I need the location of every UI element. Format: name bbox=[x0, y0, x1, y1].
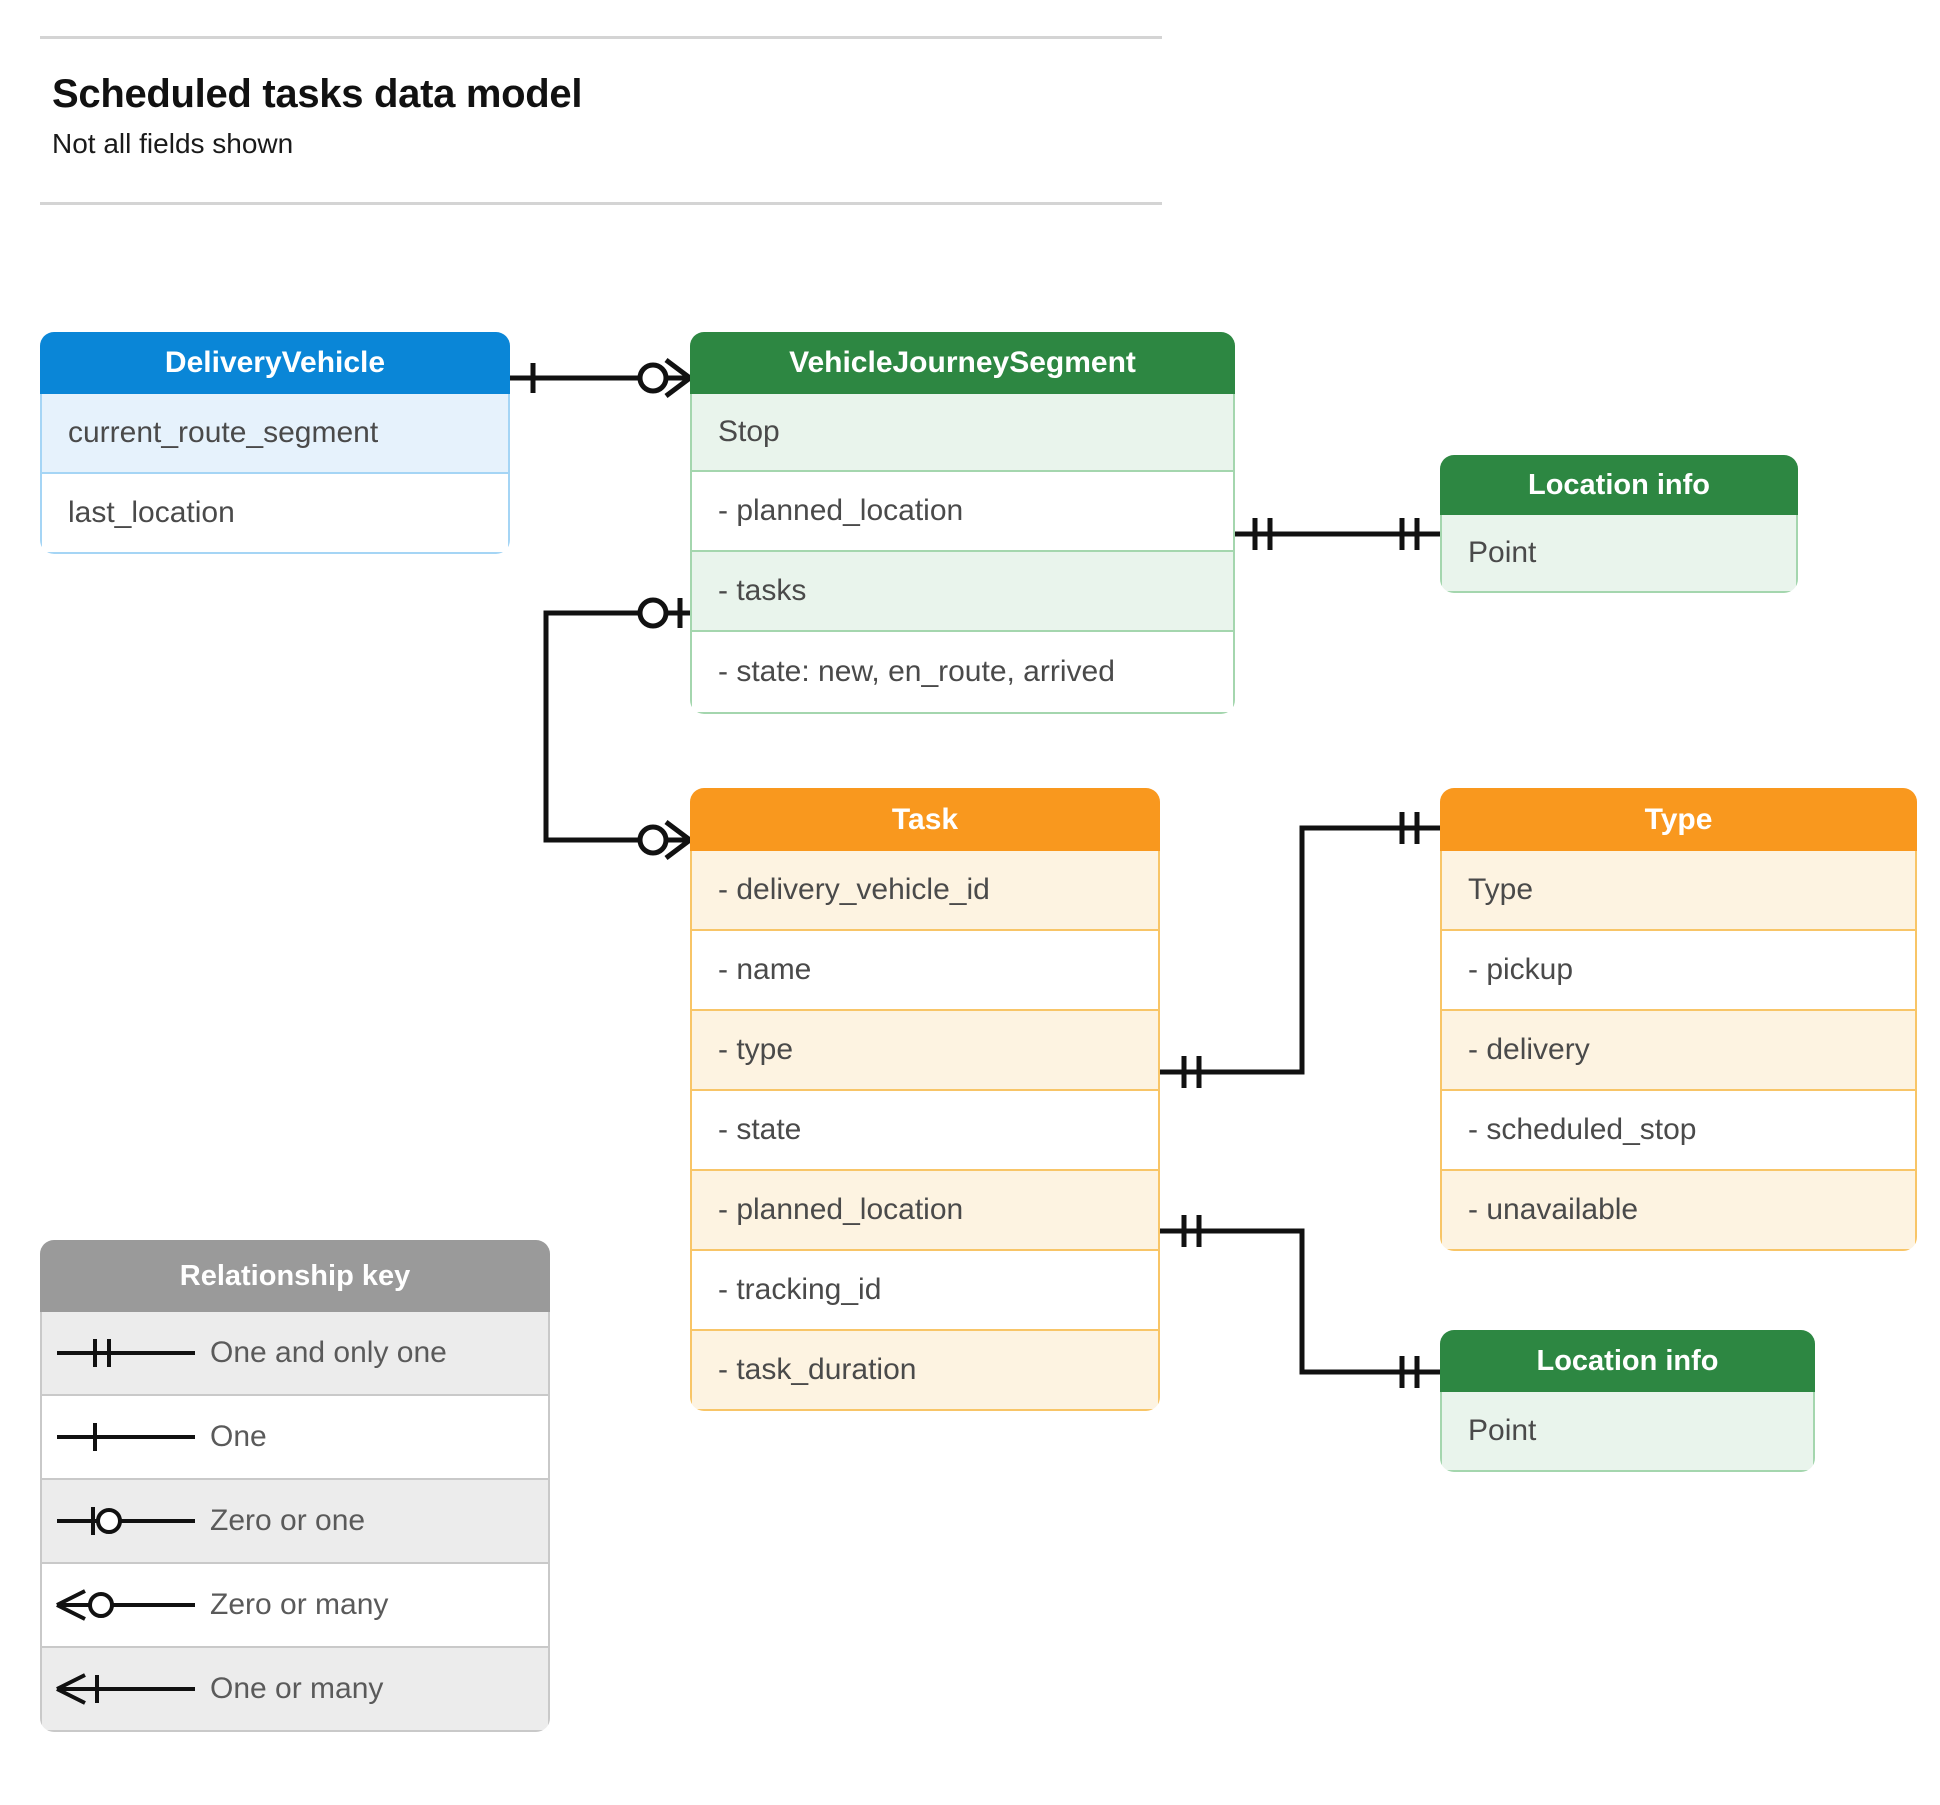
entity-location-info-bottom[interactable]: Location info Point bbox=[1440, 1330, 1815, 1472]
legend-item-one-or-many: One or many bbox=[40, 1648, 550, 1732]
entity-vehiclejourneysegment[interactable]: VehicleJourneySegment Stop - planned_loc… bbox=[690, 332, 1235, 714]
one-and-only-one-icon bbox=[42, 1331, 210, 1375]
zero-or-many-icon bbox=[42, 1583, 210, 1627]
entity-location-info-bottom-title: Location info bbox=[1440, 1330, 1815, 1392]
entity-location-info-top[interactable]: Location info Point bbox=[1440, 455, 1798, 593]
legend-label-one-and-only-one: One and only one bbox=[210, 1336, 447, 1369]
entity-type-row-0[interactable]: Type bbox=[1440, 851, 1917, 931]
entity-vehiclejourneysegment-row-0[interactable]: Stop bbox=[690, 394, 1235, 472]
one-or-many-icon bbox=[42, 1667, 210, 1711]
entity-location-info-bottom-row-0[interactable]: Point bbox=[1440, 1392, 1815, 1472]
relationship-key-legend: Relationship key One and only one bbox=[40, 1240, 550, 1732]
entity-deliveryvehicle-row-0[interactable]: current_route_segment bbox=[40, 394, 510, 474]
legend-item-zero-or-one: Zero or one bbox=[40, 1480, 550, 1564]
entity-type[interactable]: Type Type - pickup - delivery - schedule… bbox=[1440, 788, 1917, 1251]
legend-label-one-or-many: One or many bbox=[210, 1672, 384, 1705]
legend-item-zero-or-many: Zero or many bbox=[40, 1564, 550, 1648]
entity-vehiclejourneysegment-row-2[interactable]: - tasks bbox=[690, 552, 1235, 632]
zero-or-one-icon bbox=[42, 1499, 210, 1543]
page-subtitle: Not all fields shown bbox=[52, 128, 294, 159]
entity-task[interactable]: Task - delivery_vehicle_id - name - type… bbox=[690, 788, 1160, 1411]
legend-label-zero-or-many: Zero or many bbox=[210, 1588, 389, 1621]
legend-item-one-and-only-one: One and only one bbox=[40, 1312, 550, 1396]
entity-vehiclejourneysegment-row-3[interactable]: - state: new, en_route, arrived bbox=[690, 632, 1235, 714]
legend-label-zero-or-one: Zero or one bbox=[210, 1504, 366, 1537]
header-divider-top bbox=[40, 36, 1162, 39]
entity-task-row-2[interactable]: - type bbox=[690, 1011, 1160, 1091]
entity-task-row-3[interactable]: - state bbox=[690, 1091, 1160, 1171]
legend-item-one: One bbox=[40, 1396, 550, 1480]
entity-task-row-1[interactable]: - name bbox=[690, 931, 1160, 1011]
entity-task-row-6[interactable]: - task_duration bbox=[690, 1331, 1160, 1411]
entity-task-title: Task bbox=[690, 788, 1160, 851]
entity-type-row-4[interactable]: - unavailable bbox=[1440, 1171, 1917, 1251]
header-divider-bottom bbox=[40, 202, 1162, 205]
entity-deliveryvehicle[interactable]: DeliveryVehicle current_route_segment la… bbox=[40, 332, 510, 554]
one-icon bbox=[42, 1415, 210, 1459]
entity-location-info-top-row-0[interactable]: Point bbox=[1440, 515, 1798, 593]
entity-deliveryvehicle-title: DeliveryVehicle bbox=[40, 332, 510, 394]
entity-task-row-0[interactable]: - delivery_vehicle_id bbox=[690, 851, 1160, 931]
entity-type-row-2[interactable]: - delivery bbox=[1440, 1011, 1917, 1091]
entity-task-row-4[interactable]: - planned_location bbox=[690, 1171, 1160, 1251]
entity-location-info-top-title: Location info bbox=[1440, 455, 1798, 515]
entity-type-row-3[interactable]: - scheduled_stop bbox=[1440, 1091, 1917, 1171]
entity-type-row-1[interactable]: - pickup bbox=[1440, 931, 1917, 1011]
entity-deliveryvehicle-row-1[interactable]: last_location bbox=[40, 474, 510, 554]
page-title: Scheduled tasks data model bbox=[52, 72, 583, 116]
relationship-key-title: Relationship key bbox=[40, 1240, 550, 1312]
entity-vehiclejourneysegment-row-1[interactable]: - planned_location bbox=[690, 472, 1235, 552]
entity-type-title: Type bbox=[1440, 788, 1917, 851]
entity-vehiclejourneysegment-title: VehicleJourneySegment bbox=[690, 332, 1235, 394]
legend-label-one: One bbox=[210, 1420, 267, 1453]
entity-task-row-5[interactable]: - tracking_id bbox=[690, 1251, 1160, 1331]
